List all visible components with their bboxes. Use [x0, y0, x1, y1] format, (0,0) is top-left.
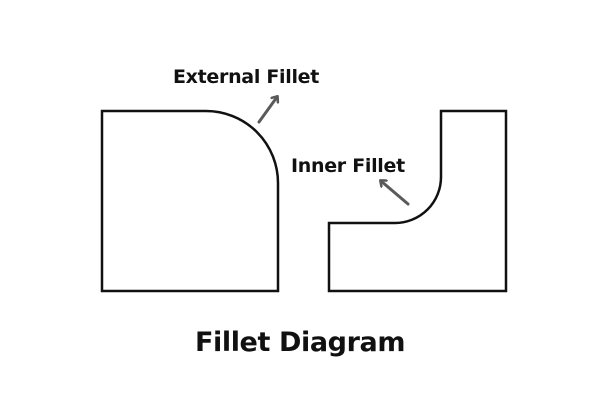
external-fillet-arrow: [257, 97, 277, 124]
inner-fillet-arrow: [381, 181, 410, 206]
inner-fillet-label: Inner Fillet: [291, 155, 405, 177]
inner-fillet-shape: [327, 109, 508, 293]
diagram-caption: Fillet Diagram: [194, 327, 406, 358]
external-fillet-shape: [100, 109, 280, 293]
external-fillet-label: External Fillet: [173, 66, 320, 88]
